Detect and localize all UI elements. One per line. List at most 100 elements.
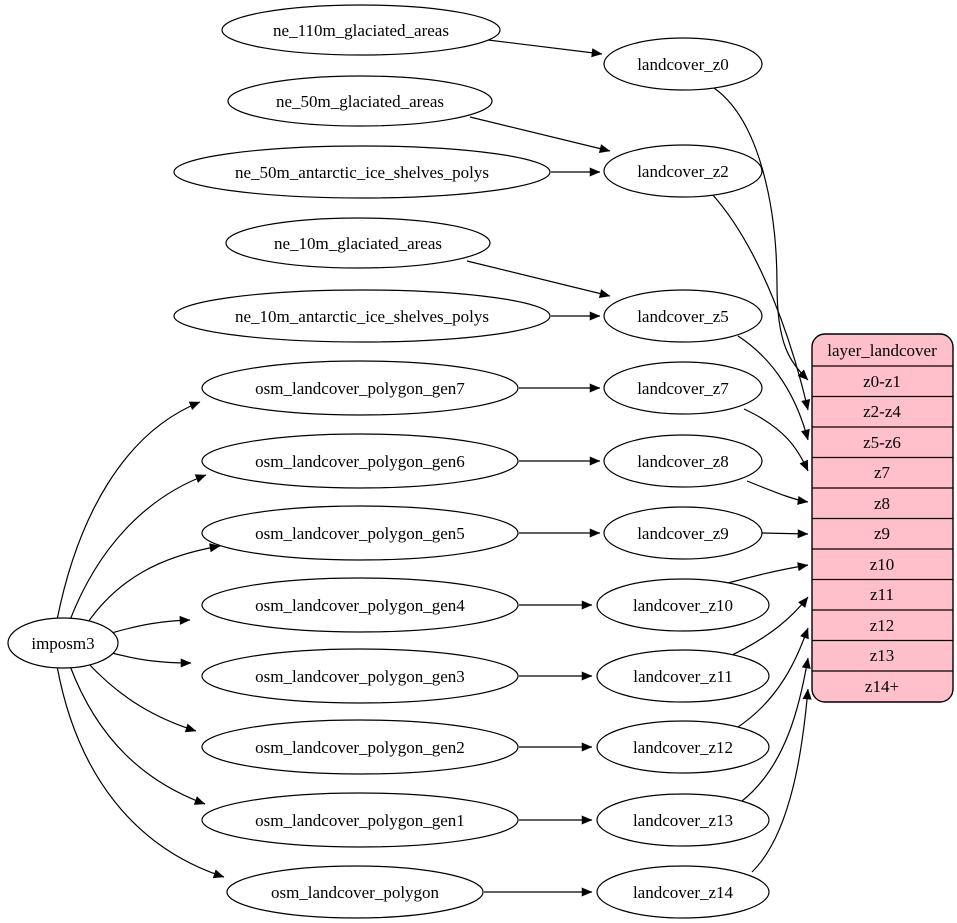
edge-imposm3-to-gen5: [85, 543, 221, 626]
node-ellipse: [201, 433, 519, 489]
node-ellipse: [596, 578, 770, 632]
node-label: landcover_z10: [633, 596, 733, 615]
edges-layer: [56, 39, 812, 897]
node-ellipse: [221, 4, 501, 56]
edge-imposm3-to-gen6: [69, 474, 207, 621]
node-label: ne_10m_antarctic_ice_shelves_polys: [235, 307, 489, 326]
node-label: ne_50m_glaciated_areas: [276, 92, 444, 111]
node-ellipse: [201, 792, 519, 848]
node-osm-landcover-polygon-gen4: osm_landcover_polygon_gen4: [201, 577, 519, 633]
node-landcover-z5: landcover_z5: [603, 289, 763, 343]
node-label: landcover_z0: [637, 55, 729, 74]
nodes-layer: imposm3 ne_110m_glaciated_areas ne_50m_g…: [7, 4, 770, 919]
edge-imposm3-to-gen3: [107, 651, 192, 668]
table-row-z0-z1: z0-z1: [863, 372, 901, 391]
table-row-z11: z11: [870, 585, 894, 604]
edge-z12-to-row-z12: [734, 627, 809, 730]
node-landcover-z8: landcover_z8: [603, 434, 763, 488]
node-ellipse: [173, 145, 551, 199]
node-ellipse: [173, 289, 551, 343]
node-ellipse: [201, 719, 519, 775]
node-ne-110m-glaciated-areas: ne_110m_glaciated_areas: [221, 4, 501, 56]
node-ellipse: [226, 865, 484, 919]
node-label: osm_landcover_polygon_gen1: [255, 811, 465, 830]
node-ellipse: [603, 289, 763, 343]
node-osm-landcover-polygon: osm_landcover_polygon: [226, 865, 484, 919]
node-ellipse: [603, 361, 763, 415]
node-label: osm_landcover_polygon_gen7: [255, 379, 465, 398]
node-osm-landcover-polygon-gen2: osm_landcover_polygon_gen2: [201, 719, 519, 775]
node-ellipse: [603, 434, 763, 488]
node-ellipse: [201, 648, 519, 704]
node-label: ne_50m_antarctic_ice_shelves_polys: [235, 163, 489, 182]
node-osm-landcover-polygon-gen3: osm_landcover_polygon_gen3: [201, 648, 519, 704]
edge-z7-to-row-z7: [743, 408, 809, 472]
node-ne-50m-antarctic-ice-shelves-polys: ne_50m_antarctic_ice_shelves_polys: [173, 145, 551, 199]
edge-imposm3-to-gen2: [86, 661, 197, 733]
table-row-z12: z12: [870, 616, 895, 635]
edge-imposm3-to-gen7: [56, 401, 201, 621]
node-ellipse: [227, 75, 493, 127]
node-osm-landcover-polygon-gen1: osm_landcover_polygon_gen1: [201, 792, 519, 848]
table-row-z10: z10: [870, 555, 895, 574]
node-label: osm_landcover_polygon_gen6: [255, 452, 465, 471]
table-row-z2-z4: z2-z4: [863, 402, 901, 421]
table-row-z13: z13: [870, 646, 895, 665]
node-label: landcover_z2: [637, 162, 729, 181]
node-label: landcover_z7: [637, 379, 729, 398]
node-label: imposm3: [31, 634, 94, 653]
edge-z9-to-row-z9: [761, 529, 809, 539]
table-row-z5-z6: z5-z6: [863, 433, 901, 452]
node-label: landcover_z9: [637, 524, 729, 543]
node-label: ne_10m_glaciated_areas: [274, 234, 442, 253]
node-osm-landcover-polygon-gen5: osm_landcover_polygon_gen5: [201, 505, 519, 561]
node-ellipse: [201, 505, 519, 561]
table-row-z7: z7: [874, 463, 891, 482]
node-ellipse: [225, 217, 491, 269]
edge-z14-to-row-z14plus: [751, 688, 812, 873]
node-label: landcover_z5: [637, 307, 729, 326]
node-ellipse: [7, 617, 119, 669]
node-label: osm_landcover_polygon_gen4: [255, 596, 465, 615]
node-landcover-z13: landcover_z13: [596, 793, 770, 847]
node-label: landcover_z8: [637, 452, 729, 471]
node-osm-landcover-polygon-gen6: osm_landcover_polygon_gen6: [201, 433, 519, 489]
node-label: osm_landcover_polygon: [271, 883, 440, 902]
edge-z5-to-row-z5-z6: [737, 335, 810, 441]
node-landcover-z11: landcover_z11: [596, 649, 770, 703]
node-landcover-z0: landcover_z0: [603, 37, 763, 91]
node-label: ne_110m_glaciated_areas: [273, 21, 449, 40]
node-imposm3: imposm3: [7, 617, 119, 669]
node-ellipse: [603, 506, 763, 560]
node-ne-10m-glaciated-areas: ne_10m_glaciated_areas: [225, 217, 491, 269]
edge-ne50m-glaciated-to-z2: [469, 116, 611, 153]
edge-imposm3-to-gen1: [69, 665, 206, 805]
layer-landcover-table: layer_landcover z0-z1 z2-z4 z5-z6 z7 z8 …: [811, 333, 954, 703]
node-ellipse: [596, 649, 770, 703]
node-ellipse: [603, 144, 763, 198]
table-title: layer_landcover: [827, 341, 937, 360]
node-landcover-z10: landcover_z10: [596, 578, 770, 632]
edge-z13-to-row-z13: [741, 657, 811, 802]
node-landcover-z12: landcover_z12: [596, 720, 770, 774]
node-landcover-z2: landcover_z2: [603, 144, 763, 198]
table-row-z14plus: z14+: [865, 677, 899, 696]
node-label: osm_landcover_polygon_gen3: [255, 667, 465, 686]
node-label: osm_landcover_polygon_gen2: [255, 738, 465, 757]
edge-imposm3-to-gen4: [107, 615, 191, 635]
edge-imposm3-to-polygon: [56, 665, 225, 879]
node-ellipse: [596, 865, 770, 919]
edge-z10-to-row-z10: [727, 562, 809, 584]
node-ne-10m-antarctic-ice-shelves-polys: ne_10m_antarctic_ice_shelves_polys: [173, 289, 551, 343]
node-landcover-z9: landcover_z9: [603, 506, 763, 560]
node-label: landcover_z13: [633, 811, 733, 830]
node-landcover-z7: landcover_z7: [603, 361, 763, 415]
node-label: landcover_z14: [633, 883, 734, 902]
node-ellipse: [603, 37, 763, 91]
edge-z8-to-row-z8: [746, 480, 809, 505]
node-ne-50m-glaciated-areas: ne_50m_glaciated_areas: [227, 75, 493, 127]
node-label: landcover_z12: [633, 738, 733, 757]
node-ellipse: [596, 720, 770, 774]
